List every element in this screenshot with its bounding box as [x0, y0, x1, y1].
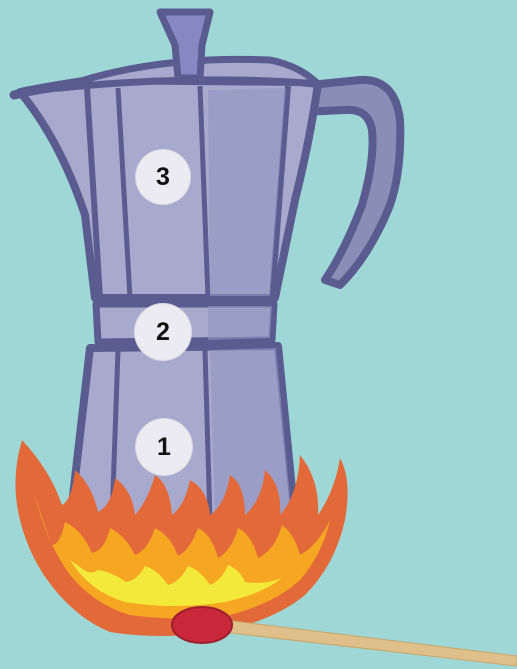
marker-top-chamber-label: 3 [156, 165, 170, 190]
match-head-icon [172, 607, 232, 643]
marker-filter-label: 2 [156, 320, 170, 345]
marker-bottom-chamber: 1 [135, 418, 193, 476]
marker-filter: 2 [134, 303, 192, 361]
marker-bottom-chamber-label: 1 [157, 435, 171, 460]
marker-top-chamber: 3 [135, 149, 191, 205]
match-icon [222, 620, 517, 666]
